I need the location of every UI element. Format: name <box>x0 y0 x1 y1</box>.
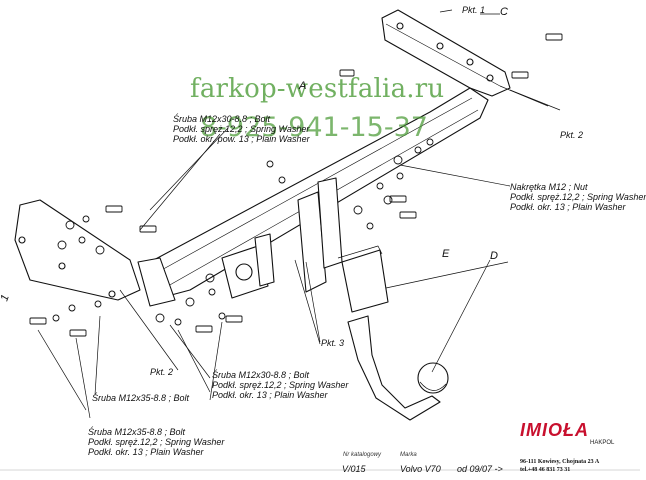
phone-line: tel.+48 46 831 73 31 <box>520 467 571 473</box>
production-since: od 09/07 -> <box>457 464 503 474</box>
callout-line: Podkł. okr. 13 ; Plain Washer <box>212 390 328 400</box>
pkt-label: Pkt. 2 <box>150 367 174 377</box>
center-bracket <box>297 177 343 293</box>
callout-line: Podkł. okr. pow. 13 ; Plain Washer <box>173 134 310 144</box>
ball-mount-housing <box>337 245 389 313</box>
socket-plate <box>221 233 275 299</box>
pkt-label: Pkt. 3 <box>321 338 345 348</box>
callout-line: Śruba M12x35-8.8 ; Bolt <box>88 427 186 437</box>
callout-line: Nakrętka M12 ; Nut <box>510 182 588 192</box>
callout-line: Podkł. spręż.12,2 ; Spring Washer <box>212 380 349 390</box>
callout-line: Śruba M12x30-8.8 ; Bolt <box>173 114 271 124</box>
address-line: 96-111 Kowiesy, Chojnata 23 A <box>520 459 600 465</box>
callout-line: Podkł. spręż.12,2 ; Spring Washer <box>173 124 310 134</box>
side-plate-right <box>381 9 511 97</box>
tow-ball-neck <box>347 315 449 421</box>
part-letter-d: D <box>490 250 498 262</box>
watermark-site: farkop-westfalia.ru <box>190 74 445 104</box>
callout-top-left: Śruba M12x30-8.8 ; Bolt Podkł. spręż.12,… <box>173 114 310 144</box>
catalog-caption: Nr katalogowy <box>343 452 382 458</box>
callout-line: Podkł. spręż.12,2 ; Spring Washer <box>510 192 646 202</box>
imiola-logo: IMIOŁA <box>520 420 589 440</box>
callout-line: Podkł. okr. 13 ; Plain Washer <box>88 447 204 457</box>
vehicle-model: Volvo V70 <box>400 464 441 474</box>
watermark-phone: 8-925-941-15-37 <box>200 112 428 143</box>
hakpol-logo: HAKPOL <box>590 440 615 446</box>
callout-mid: Śruba M12x30-8.8 ; Bolt Podkł. spręż.12,… <box>212 370 348 400</box>
brand-caption: Marka <box>400 452 417 458</box>
callout-line: Śruba M12x30-8.8 ; Bolt <box>212 370 310 380</box>
leader-lines <box>37 9 561 419</box>
part-letter-c: C <box>500 6 508 18</box>
fasteners <box>29 33 563 337</box>
catalog-number: V/015 <box>342 464 366 474</box>
callout-bolt-left: Śruba M12x35-8.8 ; Bolt <box>92 393 189 403</box>
callout-right: Nakrętka M12 ; Nut Podkł. spręż.12,2 ; S… <box>510 182 646 212</box>
pkt-label: Pkt. 2 <box>560 130 584 140</box>
callout-line: Podkł. spręż.12,2 ; Spring Washer <box>88 437 225 447</box>
part-letter-a: A <box>299 80 307 92</box>
part-letter-e: E <box>442 248 450 260</box>
callout-line: Śruba M12x35-8.8 ; Bolt <box>92 393 190 403</box>
callout-line: Podkł. okr. 13 ; Plain Washer <box>510 202 626 212</box>
pkt-label: Pkt. 1 <box>462 5 486 15</box>
side-plate-left <box>14 199 141 301</box>
company-address: 96-111 Kowiesy, Chojnata 23 A tel.+48 46… <box>520 458 599 474</box>
callout-bottom-left: Śruba M12x35-8.8 ; Bolt Podkł. spręż.12,… <box>88 427 224 457</box>
